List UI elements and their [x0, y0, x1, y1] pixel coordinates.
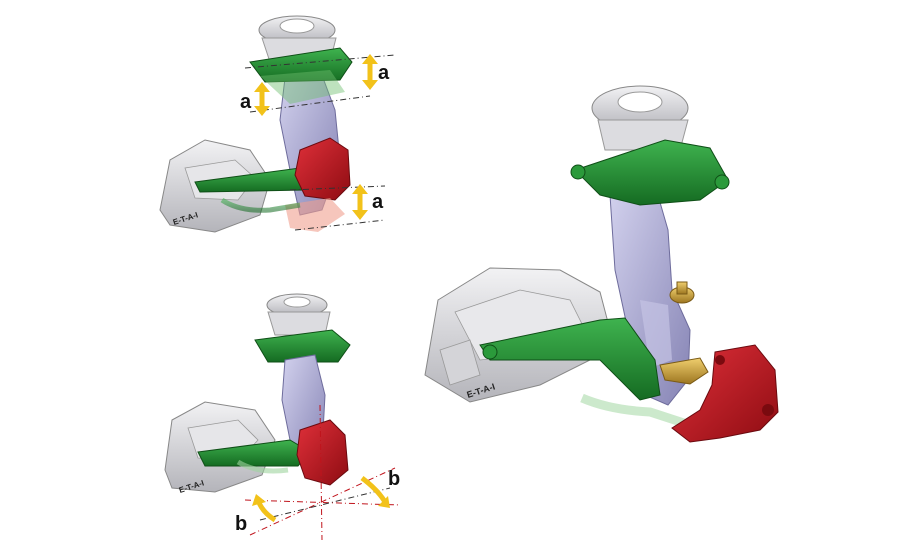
steering-axis-lines — [244, 404, 401, 541]
steering-knuckle — [294, 137, 351, 201]
ball-joint — [659, 357, 709, 385]
label-b-right: b — [388, 468, 400, 490]
double-arrow-icon — [254, 82, 270, 116]
tie-rod — [220, 197, 301, 213]
lower-control-arm — [479, 317, 661, 401]
ball-joint — [669, 281, 695, 304]
upper-control-arm — [249, 47, 353, 83]
assembly-large-right: E-T-A-I — [424, 85, 779, 443]
upper-control-arm — [254, 329, 351, 363]
curved-arrow-icon — [252, 494, 277, 523]
tie-rod — [236, 459, 289, 474]
assembly-bottom-left: b b E-T-A-I — [164, 293, 401, 541]
double-arrow-icon — [352, 184, 368, 220]
steering-knuckle — [671, 344, 779, 443]
reference-lines — [244, 54, 396, 231]
label-a-lower: a — [372, 191, 384, 213]
steering-knuckle — [296, 419, 349, 486]
curved-arrow-icon — [360, 476, 390, 508]
upper-control-arm — [574, 139, 729, 206]
assembly-top-left: a a a E-T-A-I — [159, 15, 396, 233]
double-arrow-icon — [362, 54, 378, 90]
label-a-upper-left: a — [240, 91, 252, 113]
tie-rod — [580, 393, 692, 430]
label-b-left: b — [235, 513, 247, 535]
label-a-upper-right: a — [378, 62, 390, 84]
